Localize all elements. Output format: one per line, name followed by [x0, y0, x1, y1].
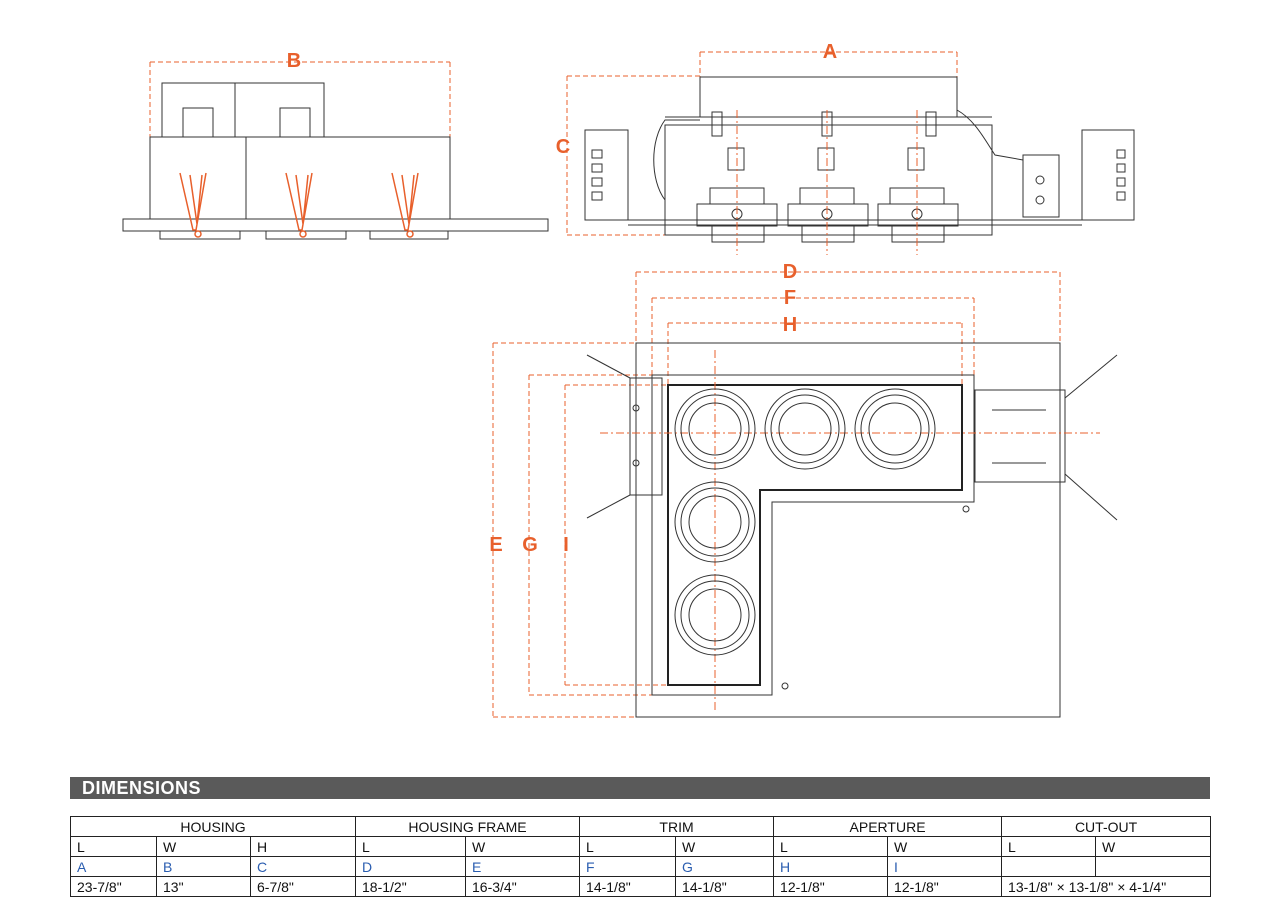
value-cell: 6-7/8": [249, 876, 357, 897]
dim-label-b: B: [287, 50, 301, 72]
dim-label-g: G: [522, 534, 538, 556]
axis-cell: L: [773, 836, 889, 857]
ref-cell: B: [156, 856, 251, 877]
group-header-row: HOUSING HOUSING FRAME TRIM APERTURE CUT-…: [69, 816, 1212, 837]
ref-cell: D: [355, 856, 467, 877]
dim-label-e: E: [489, 534, 502, 556]
cutout-value-cell: 13-1/8" × 13-1/8" × 4-1/4": [1001, 876, 1212, 897]
value-row: 23-7/8" 13" 6-7/8" 18-1/2" 16-3/4" 14-1/…: [70, 876, 1212, 897]
group-housing: HOUSING: [69, 816, 357, 837]
dimensions-table: HOUSING HOUSING FRAME TRIM APERTURE CUT-…: [69, 816, 1212, 897]
dim-label-a: A: [823, 41, 837, 63]
aperture: [674, 388, 756, 470]
group-cut-out: CUT-OUT: [1001, 816, 1212, 837]
axis-cell: W: [1095, 836, 1212, 857]
axis-cell: H: [249, 836, 357, 857]
axis-cell: W: [465, 836, 581, 857]
aperture: [674, 574, 756, 656]
value-cell: 14-1/8": [579, 876, 677, 897]
axis-cell: W: [675, 836, 775, 857]
value-cell: 13": [156, 876, 251, 897]
side-view: B: [122, 50, 549, 240]
axis-cell: L: [70, 836, 157, 857]
ref-cell: C: [249, 856, 357, 877]
lamp-module: [787, 110, 869, 255]
ref-cell: F: [579, 856, 677, 877]
dim-label-f: F: [784, 287, 796, 309]
dim-label-h: H: [783, 314, 797, 336]
dim-label-c: C: [556, 136, 570, 158]
dim-label-d: D: [783, 261, 797, 283]
axis-row: L W H L W L W L W L W: [70, 836, 1212, 857]
aperture: [764, 388, 846, 470]
ref-cell-empty: [1095, 856, 1212, 877]
axis-cell: L: [1001, 836, 1097, 857]
ref-cell: A: [70, 856, 157, 877]
value-cell: 23-7/8": [70, 876, 157, 897]
dimensions-header: DIMENSIONS: [70, 777, 1210, 799]
front-view: A C: [556, 41, 1135, 255]
lamp-module: [696, 110, 778, 255]
group-trim: TRIM: [579, 816, 775, 837]
ref-cell: I: [887, 856, 1003, 877]
ref-cell-empty: [1001, 856, 1097, 877]
ref-cell: E: [465, 856, 581, 877]
value-cell: 12-1/8": [887, 876, 1003, 897]
group-housing-frame: HOUSING FRAME: [355, 816, 581, 837]
value-cell: 12-1/8": [773, 876, 889, 897]
axis-cell: L: [355, 836, 467, 857]
ref-cell: G: [675, 856, 775, 877]
value-cell: 14-1/8": [675, 876, 775, 897]
aperture: [674, 481, 756, 563]
axis-cell: W: [887, 836, 1003, 857]
axis-cell: L: [579, 836, 677, 857]
aperture: [854, 388, 936, 470]
group-aperture: APERTURE: [773, 816, 1003, 837]
plan-view: D F H E G I: [489, 261, 1118, 718]
value-cell: 18-1/2": [355, 876, 467, 897]
value-cell: 16-3/4": [465, 876, 581, 897]
dim-label-i: I: [563, 534, 569, 556]
ref-cell: H: [773, 856, 889, 877]
technical-drawing: B A C: [122, 41, 1135, 718]
lamp-module: [877, 110, 959, 255]
axis-cell: W: [156, 836, 251, 857]
dimensions-title: DIMENSIONS: [82, 778, 202, 798]
reference-row: A B C D E F G H I: [70, 856, 1212, 877]
